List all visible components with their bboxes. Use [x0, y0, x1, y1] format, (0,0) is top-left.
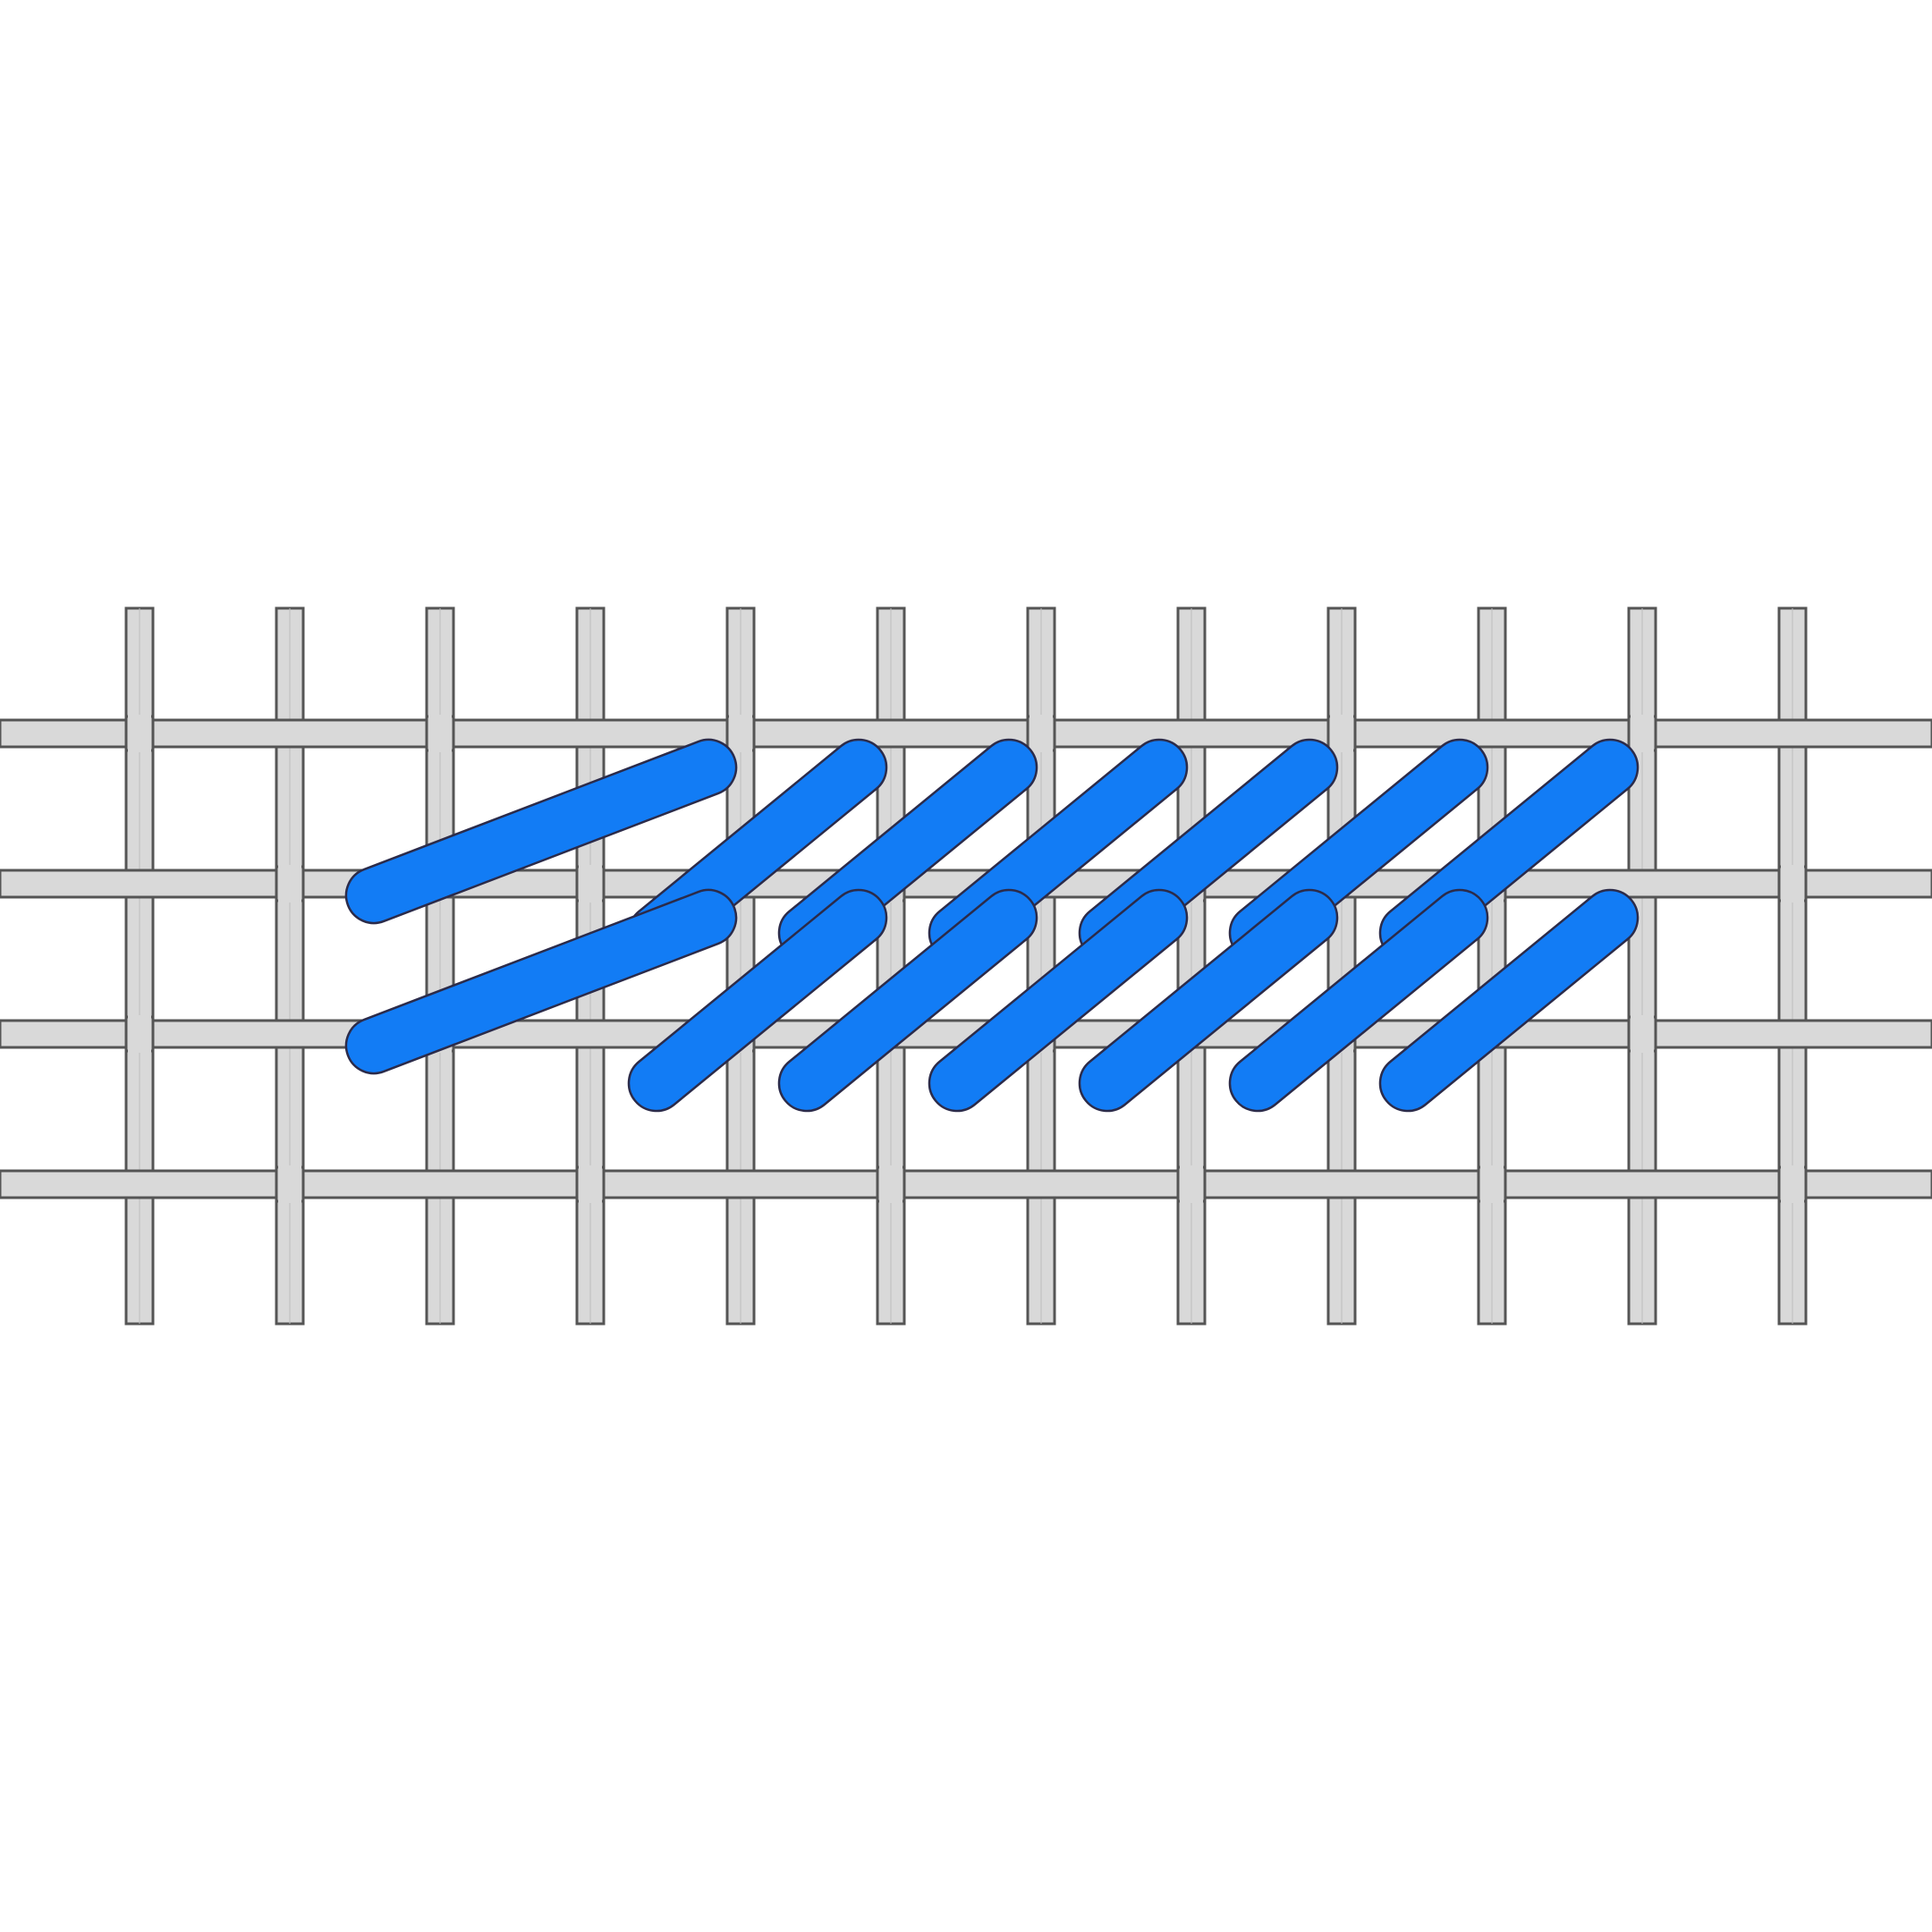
thread-crossing-fill [729, 715, 752, 752]
thread-crossing-fill [1180, 1165, 1203, 1203]
stitch [777, 888, 1038, 1113]
stitch [344, 738, 738, 925]
stitch [627, 888, 888, 1113]
thread-crossing-fill [579, 1165, 602, 1203]
stitch [1228, 888, 1489, 1113]
thread-crossing-fill [879, 1165, 902, 1203]
thread-crossing-fill [428, 715, 452, 752]
stitch-group [344, 738, 1640, 1113]
thread-crossing-fill [1781, 1165, 1804, 1203]
stitch [344, 888, 738, 1075]
thread-crossing-fill [1480, 1165, 1504, 1203]
thread-crossing-fill [128, 715, 151, 752]
thread-crossing-fill [1781, 865, 1804, 902]
thread-crossing-fill [1030, 715, 1053, 752]
stitch [1078, 888, 1339, 1113]
thread-crossing-fill [278, 1165, 301, 1203]
thread-crossing-fill [579, 865, 602, 902]
stitch [928, 888, 1189, 1113]
thread-crossing-fill [278, 865, 301, 902]
thread-crossing-fill [1631, 715, 1654, 752]
thread-crossing-fill [1631, 1015, 1654, 1053]
horizontal-thread [0, 1169, 1932, 1199]
stitch [1378, 888, 1640, 1113]
thread-crossing-fill [1330, 715, 1353, 752]
thread-crossing-fill [128, 1015, 151, 1053]
